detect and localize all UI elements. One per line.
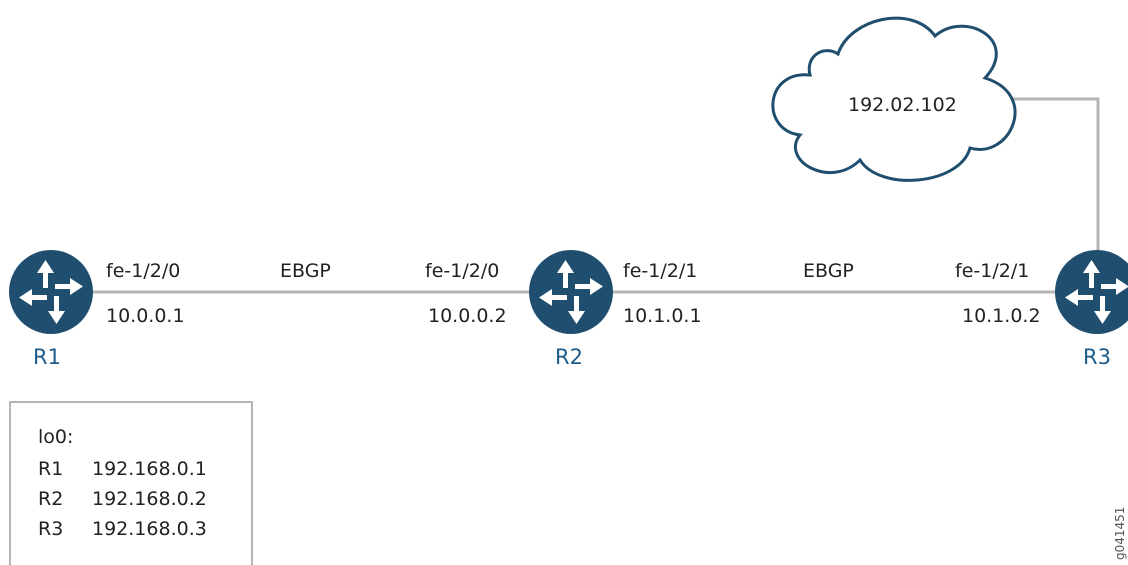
r2-left-ip-label: 10.0.0.2 (428, 305, 507, 327)
legend-row-r3-router: R3 (38, 518, 63, 540)
r1-ip-label: 10.0.0.1 (106, 305, 185, 327)
loopback-legend: lo0: R1 192.168.0.1 R2 192.168.0.2 R3 19… (9, 401, 253, 565)
router-icon (529, 250, 613, 334)
figure-id: g041451 (1113, 507, 1127, 560)
r1-interface-label: fe-1/2/0 (106, 260, 180, 282)
r3-ip-label: 10.1.0.2 (962, 305, 1041, 327)
router-icon (1055, 250, 1128, 334)
legend-row-r3-address: 192.168.0.3 (92, 518, 207, 540)
legend-row-r1-address: 192.168.0.1 (92, 458, 207, 480)
cloud-icon (771, 16, 1017, 182)
router-r3-name: R3 (1083, 345, 1111, 369)
cloud-label: 192.02.102 (848, 94, 957, 116)
link-r1-r2-protocol: EBGP (280, 260, 331, 282)
r3-interface-label: fe-1/2/1 (955, 260, 1029, 282)
r2-left-interface-label: fe-1/2/0 (425, 260, 499, 282)
r2-right-interface-label: fe-1/2/1 (623, 260, 697, 282)
link-cloud-r3 (998, 97, 1100, 252)
router-r2-name: R2 (555, 345, 583, 369)
router-icon (9, 250, 93, 334)
router-r1-name: R1 (33, 345, 61, 369)
router-r3: R3 (1055, 250, 1128, 369)
legend-row-r2-address: 192.168.0.2 (92, 488, 207, 510)
legend-row-r2-router: R2 (38, 488, 63, 510)
router-r1: R1 (9, 250, 93, 369)
legend-title: lo0: (38, 426, 73, 448)
link-r2-r3-protocol: EBGP (803, 260, 854, 282)
r2-right-ip-label: 10.1.0.1 (623, 305, 702, 327)
legend-row-r1-router: R1 (38, 458, 63, 480)
legend-border (9, 401, 253, 565)
router-r2: R2 (529, 250, 613, 369)
